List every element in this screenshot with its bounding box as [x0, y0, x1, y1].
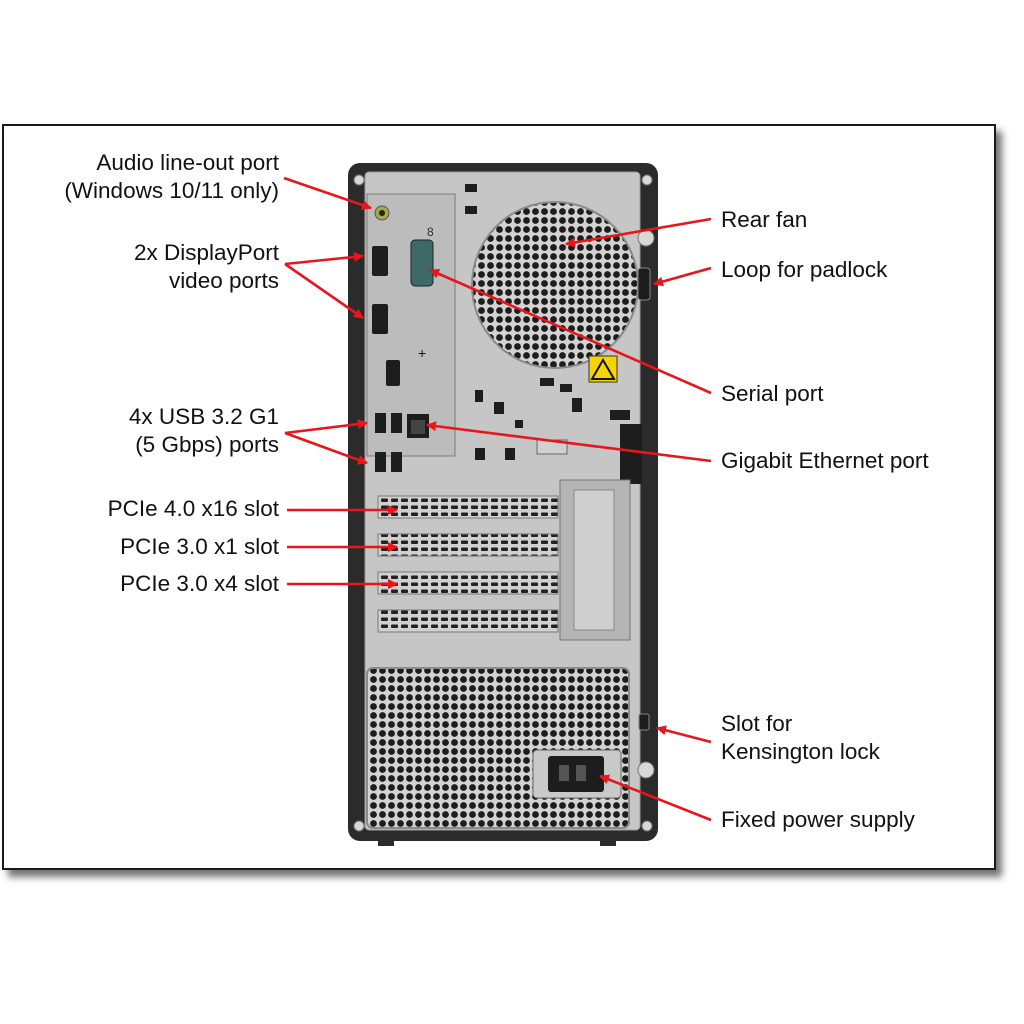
- label-kensington: Slot for Kensington lock: [721, 711, 880, 764]
- padlock-loop: [637, 267, 651, 301]
- label-pcie16: PCIe 4.0 x16 slot: [107, 496, 279, 521]
- pcie-slot-3: [377, 571, 559, 595]
- displayport-1: [372, 246, 388, 276]
- screw: [353, 820, 365, 832]
- label-power-supply: Fixed power supply: [721, 807, 915, 832]
- label-ethernet: Gigabit Ethernet port: [721, 448, 929, 473]
- label-rear-fan: Rear fan: [721, 207, 808, 232]
- usb-port: [391, 452, 402, 472]
- serial-port: [410, 239, 434, 287]
- label-pcie1: PCIe 3.0 x1 slot: [120, 534, 279, 559]
- arrow-kensington: [656, 725, 712, 744]
- label-audio-line-out: Audio line-out port (Windows 10/11 only): [64, 150, 279, 203]
- serial-port-number: 8: [427, 225, 434, 239]
- arrow-fan: [565, 217, 712, 248]
- arrow-serial: [429, 268, 712, 395]
- label-pcie4: PCIe 3.0 x4 slot: [120, 571, 279, 596]
- pcie-slot-1: [377, 495, 559, 519]
- usb-port: [391, 413, 402, 433]
- pcie-slot-2: [377, 533, 559, 557]
- arrow-dp-1: [284, 251, 364, 266]
- displayport-2: [372, 304, 388, 334]
- arrow-psu: [599, 774, 712, 822]
- svg-text:+: +: [418, 345, 426, 361]
- arrow-usb-1: [284, 419, 368, 435]
- arrow-padlock: [653, 266, 712, 287]
- usb-port: [375, 452, 386, 472]
- arrow-ethernet: [426, 421, 712, 463]
- usb-port: [375, 413, 386, 433]
- kensington-slot: [638, 713, 650, 731]
- label-padlock-loop: Loop for padlock: [721, 257, 888, 282]
- power-supply-vent: [366, 667, 630, 829]
- screw: [353, 174, 365, 186]
- label-displayport: 2x DisplayPort video ports: [133, 240, 279, 293]
- label-usb: 4x USB 3.2 G1 (5 Gbps) ports: [128, 404, 279, 457]
- arrow-usb-2: [284, 431, 368, 465]
- arrow-dp-2: [284, 262, 364, 320]
- arrow-audio: [283, 176, 372, 210]
- screw: [641, 174, 653, 186]
- label-serial-port: Serial port: [721, 381, 824, 406]
- vga-port: [386, 360, 400, 386]
- screw: [641, 820, 653, 832]
- pcie-slot-4: [377, 609, 559, 633]
- rear-fan: [471, 201, 639, 369]
